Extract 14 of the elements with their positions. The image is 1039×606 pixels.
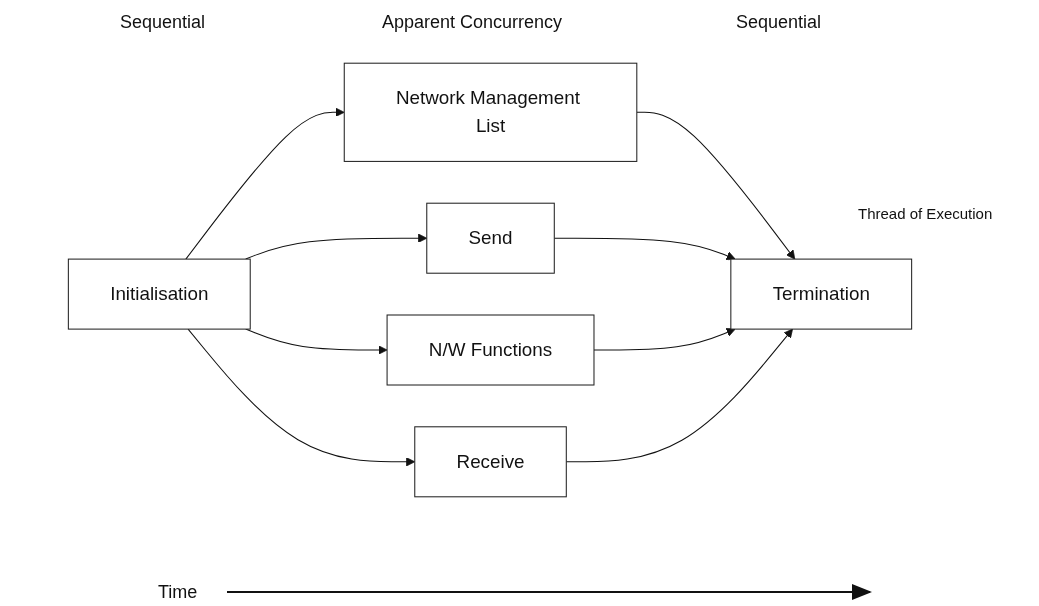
node-box: Receive — [414, 426, 567, 498]
arrow — [636, 111, 796, 260]
node-box: Initialisation — [67, 258, 251, 330]
axis-label: Time — [158, 582, 198, 603]
annotation-label: Thread of Execution — [858, 205, 993, 222]
node-box: Network Management List — [343, 62, 638, 162]
node-box: Send — [426, 202, 555, 274]
arrow — [593, 327, 736, 351]
column-heading: Sequential — [736, 12, 822, 33]
arrow — [185, 107, 345, 260]
column-heading: Apparent Concurrency — [382, 12, 563, 33]
column-heading: Sequential — [120, 12, 206, 33]
node-box: N/W Functions — [386, 314, 595, 386]
node-box: Termination — [730, 258, 913, 330]
